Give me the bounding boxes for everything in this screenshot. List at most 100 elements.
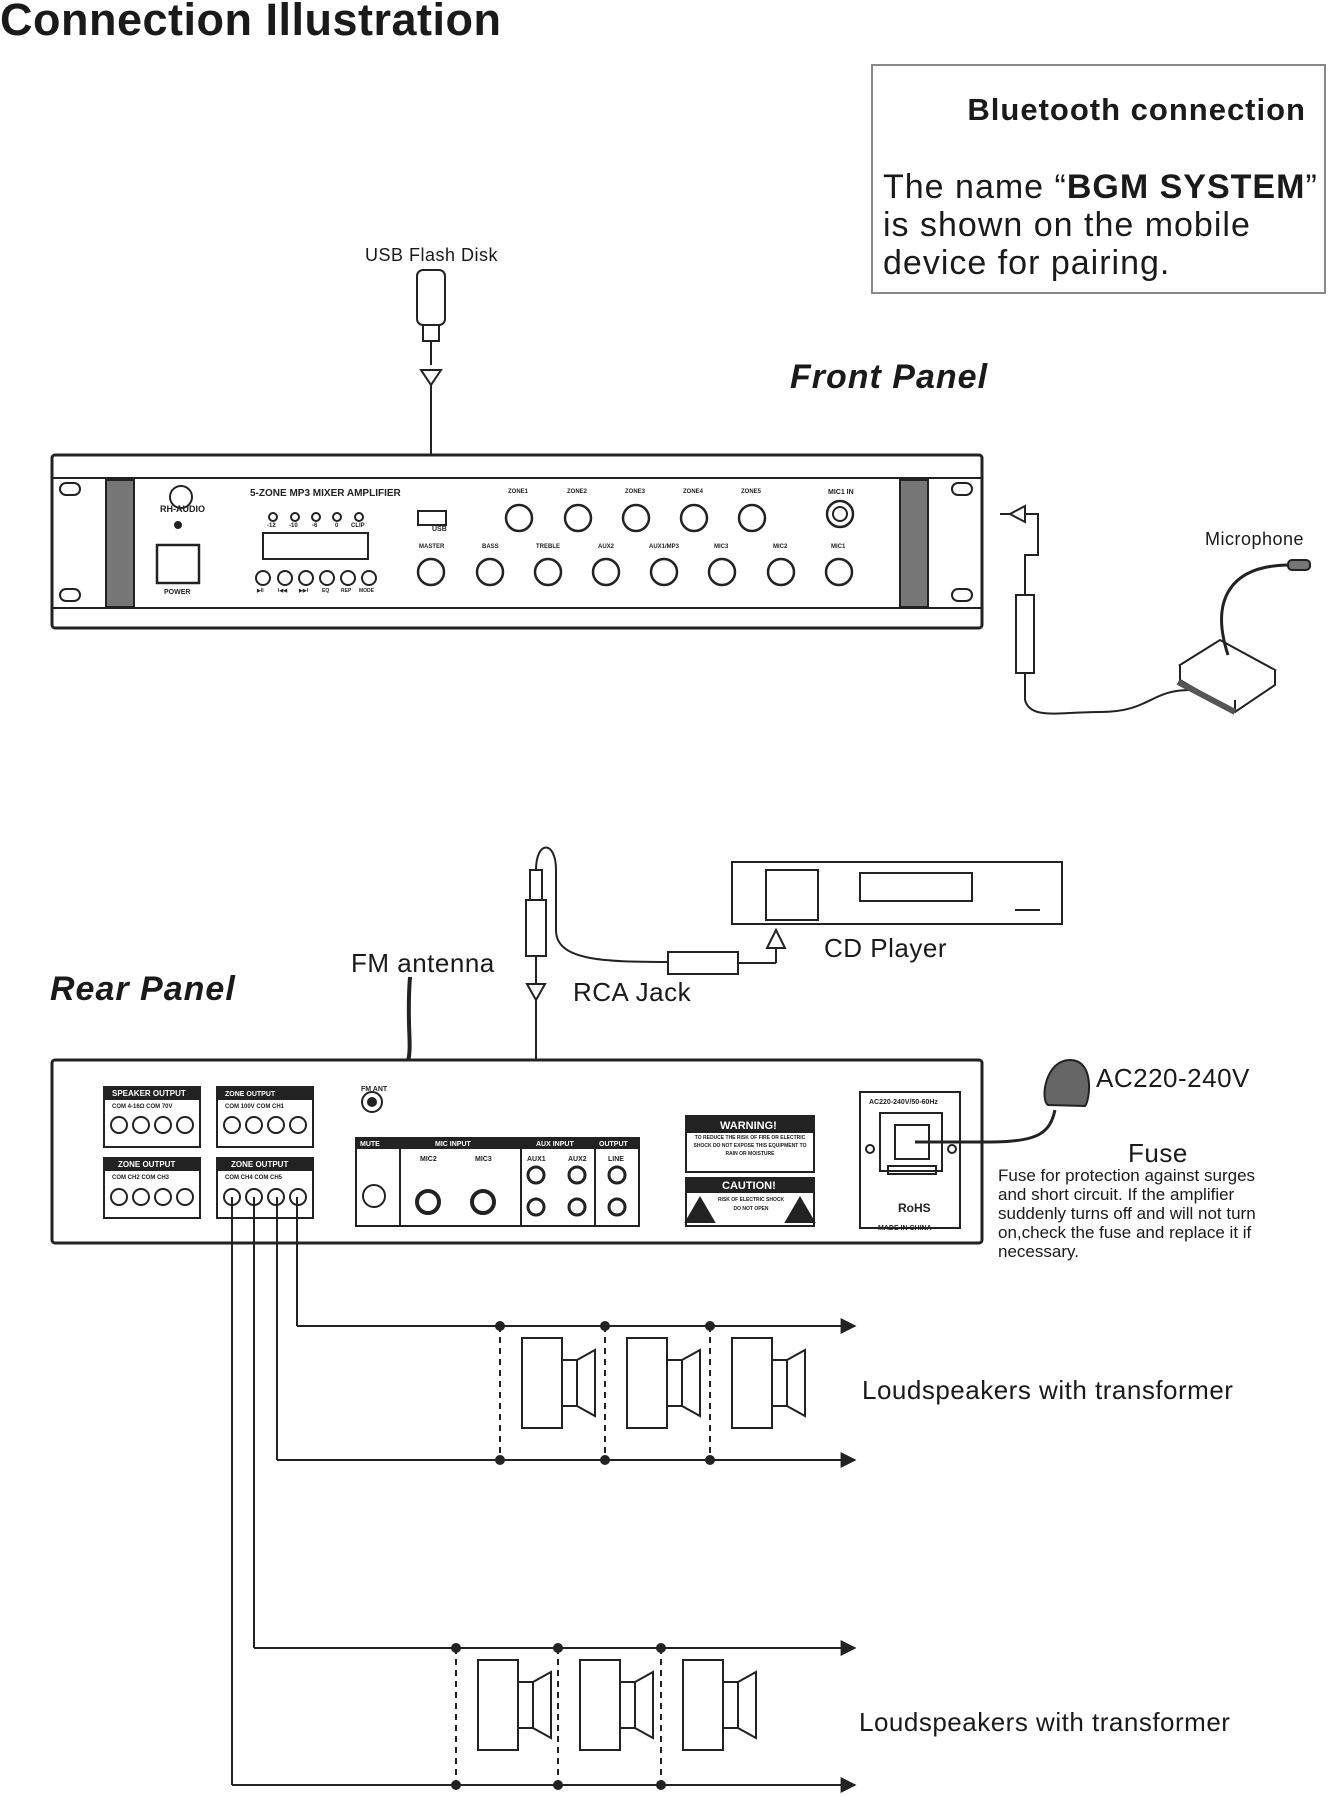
rca-cable	[525, 846, 787, 1140]
zone5-text: ZONE5	[741, 489, 762, 495]
zone-output-text-2: ZONE OUTPUT	[231, 1160, 288, 1169]
zone3-text: ZONE3	[625, 489, 646, 495]
cd-player-label: CD Player	[824, 933, 947, 963]
caution-body: RISK OF ELECTRIC SHOCK DO NOT OPEN	[717, 1197, 785, 1212]
master-knob[interactable]	[416, 557, 446, 587]
mic1-knob[interactable]	[824, 557, 854, 587]
cd-player-icon	[731, 861, 1063, 925]
warning-text: WARNING!	[720, 1120, 777, 1132]
rca-jack-label: RCA Jack	[573, 977, 692, 1007]
treble-knob[interactable]	[533, 557, 563, 587]
led-label-5: CLIP	[351, 523, 365, 529]
aux2-text-rear: AUX2	[568, 1156, 587, 1163]
aux2-rca-bottom[interactable]	[567, 1197, 587, 1217]
power-button[interactable]	[155, 543, 201, 585]
button-label-5: REP	[341, 588, 352, 594]
fm-antenna-label: FM antenna	[351, 948, 495, 978]
button-label-4: EQ	[322, 588, 329, 594]
mic1-text: MIC1	[831, 544, 846, 550]
microphone-connection	[1000, 504, 1191, 715]
ac-rating-text: AC220-240V/50-60Hz	[869, 1099, 938, 1106]
button-label-3: ▶▶I	[298, 588, 309, 594]
loudspeakers-label-1: Loudspeakers with transformer	[862, 1375, 1234, 1405]
bass-text: BASS	[482, 544, 499, 550]
treble-text: TREBLE	[536, 544, 560, 550]
fuse-description: Fuse for protection against surges and s…	[998, 1166, 1256, 1261]
usb-port[interactable]	[417, 510, 447, 526]
aux1-mp3-knob[interactable]	[649, 557, 679, 587]
eq-button[interactable]	[319, 570, 335, 586]
usb-port-text: USB	[432, 526, 447, 533]
warning-text-body-group: TO REDUCE THE RISK OF FIRE OR ELECTRIC S…	[693, 1135, 807, 1212]
aux1-rca-top[interactable]	[526, 1165, 546, 1185]
zone3-knob[interactable]	[621, 503, 651, 533]
mic2-text: MIC2	[773, 544, 788, 550]
aux2-rca-top[interactable]	[567, 1165, 587, 1185]
mic2-jack[interactable]	[415, 1189, 441, 1215]
led-label-3: -6	[312, 523, 318, 529]
microphone-label: Microphone	[1205, 529, 1305, 549]
mute-knob[interactable]	[362, 1184, 386, 1208]
zone5-knob[interactable]	[737, 503, 767, 533]
made-in-text: MADE IN CHINA	[878, 1225, 932, 1232]
mic3-knob[interactable]	[707, 557, 737, 587]
speaker-group-2	[455, 1648, 757, 1785]
line-text-rear: LINE	[608, 1156, 624, 1163]
zone1-text: ZONE1	[508, 489, 529, 495]
mode-button[interactable]	[361, 570, 377, 586]
aux1-mp3-text: AUX1/MP3	[649, 544, 680, 550]
model-text: 5-ZONE MP3 MIXER AMPLIFIER	[250, 488, 402, 499]
bluetooth-device-name: BGM SYSTEM	[1066, 168, 1306, 206]
led-label-1: -12	[267, 523, 276, 529]
speaker-wiring-group-1	[276, 1197, 857, 1468]
line-out-rca-top[interactable]	[607, 1165, 627, 1185]
aux2-text: AUX2	[598, 544, 615, 550]
front-panel-label: Front Panel	[790, 358, 989, 396]
display-screen	[262, 532, 369, 560]
usb-flash-disk-label: USB Flash Disk	[365, 245, 499, 265]
zone4-knob[interactable]	[679, 503, 709, 533]
bluetooth-text-prefix: The name “	[883, 168, 1067, 206]
button-label-1: ▶II	[256, 588, 264, 594]
speaker-zone-output-text: ZONE OUTPUT	[225, 1091, 276, 1098]
power-text: POWER	[164, 589, 190, 596]
led-label-2: -10	[289, 523, 298, 529]
bluetooth-text-suffix: ” is shown on the mobile device for pair…	[883, 168, 1318, 282]
bluetooth-text: The name “BGM SYSTEM” is shown on the mo…	[883, 168, 1324, 282]
prev-button[interactable]	[277, 570, 293, 586]
rep-button[interactable]	[340, 570, 356, 586]
master-text: MASTER	[419, 544, 445, 550]
aux2-knob[interactable]	[591, 557, 621, 587]
bass-knob[interactable]	[475, 557, 505, 587]
output-text: OUTPUT	[599, 1141, 629, 1148]
speaker-output-text: SPEAKER OUTPUT	[112, 1089, 186, 1098]
bluetooth-info-box: Bluetooth connection The name “BGM SYSTE…	[871, 64, 1326, 294]
bluetooth-heading: Bluetooth connection	[967, 92, 1306, 127]
mic2-knob[interactable]	[766, 557, 796, 587]
brand-text: RH-AUDIO	[160, 504, 205, 514]
mic3-jack[interactable]	[470, 1189, 496, 1215]
fm-antenna-jack[interactable]	[361, 1091, 383, 1113]
play-pause-button[interactable]	[255, 570, 271, 586]
mic3-text-rear: MIC3	[475, 1156, 492, 1163]
zone-terms-text-2: COM CH4 COM CH5	[225, 1175, 283, 1181]
loudspeakers-label-2: Loudspeakers with transformer	[859, 1707, 1231, 1737]
zone-terms-text-1: COM CH2 COM CH3	[112, 1175, 170, 1181]
speaker-terms-text: COM 4-16Ω COM 70V	[112, 1104, 173, 1110]
ac-power-label: AC220-240V	[1096, 1063, 1250, 1093]
warning-body: TO REDUCE THE RISK OF FIRE OR ELECTRIC S…	[693, 1135, 807, 1157]
aux1-rca-bottom[interactable]	[526, 1197, 546, 1217]
led-label-4: 0	[335, 523, 339, 529]
zone4-text: ZONE4	[683, 489, 704, 495]
mic1-in-jack[interactable]	[825, 499, 855, 529]
rear-panel-unit	[50, 1058, 984, 1245]
front-panel-unit	[50, 453, 984, 630]
rear-panel-label: Rear Panel	[50, 970, 236, 1008]
mic3-text: MIC3	[714, 544, 729, 550]
button-label-6: MODE	[359, 588, 375, 594]
zone2-knob[interactable]	[563, 503, 593, 533]
caution-text: CAUTION!	[722, 1180, 776, 1192]
zone1-knob[interactable]	[504, 503, 534, 533]
next-button[interactable]	[298, 570, 314, 586]
line-out-rca-bottom[interactable]	[607, 1197, 627, 1217]
